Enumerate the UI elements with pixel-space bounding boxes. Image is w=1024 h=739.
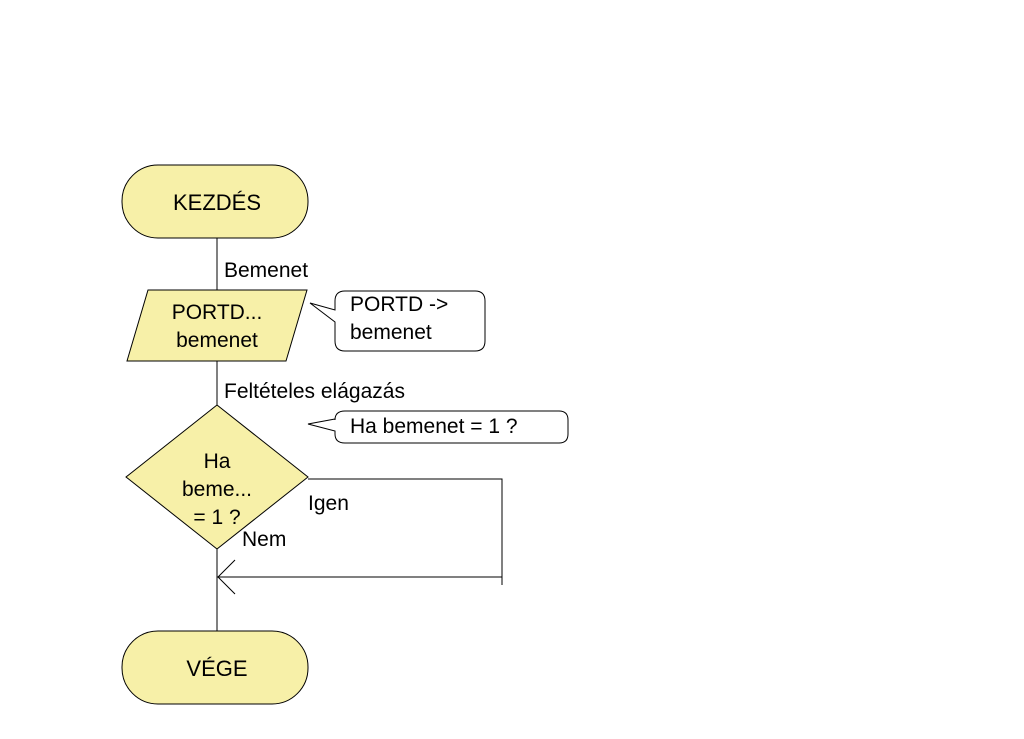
input-comment-line2: bemenet	[350, 321, 432, 344]
input-label-line1: PORTD...	[172, 301, 263, 324]
decision-label-line3: = 1 ?	[193, 506, 240, 529]
yes-loop-connector	[308, 478, 503, 585]
loop-arrowhead	[217, 559, 236, 595]
yes-branch-label: Igen	[308, 492, 349, 515]
start-label: KEZDÉS	[173, 190, 261, 215]
decision-comment-label: Ha bemenet = 1 ?	[350, 415, 518, 438]
start-terminator	[121, 164, 309, 239]
input-parallelogram	[126, 289, 308, 362]
decision-diamond	[125, 404, 309, 550]
decision-comment-callout	[307, 410, 569, 444]
no-branch-label: Nem	[242, 528, 286, 551]
input-comment-callout	[309, 290, 486, 352]
input-edge-label: Bemenet	[224, 259, 308, 282]
decision-label-line1: Ha	[204, 450, 231, 473]
end-label: VÉGE	[186, 656, 247, 681]
input-comment-line1: PORTD ->	[350, 293, 448, 316]
input-label-line2: bemenet	[176, 329, 258, 352]
end-terminator	[121, 630, 309, 705]
decision-edge-label: Feltételes elágazás	[224, 380, 405, 403]
decision-label-line2: beme...	[182, 478, 252, 501]
